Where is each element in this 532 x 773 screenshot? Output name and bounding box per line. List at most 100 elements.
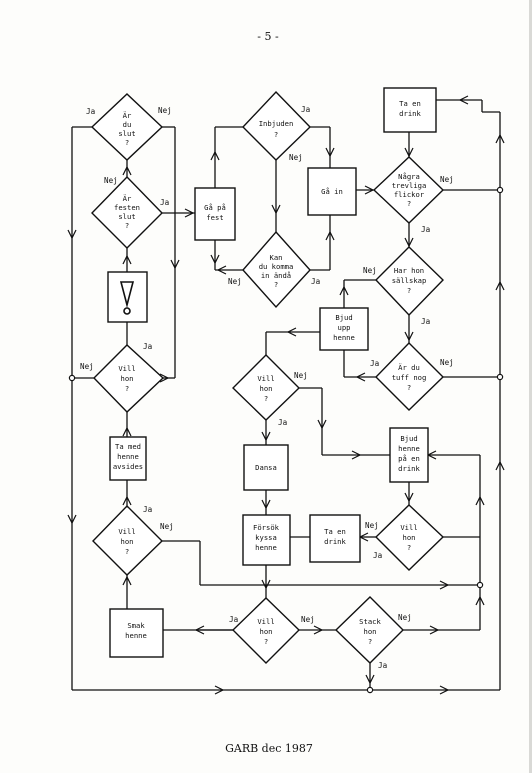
node-vill-hon-left: Vill hon ?: [93, 344, 165, 413]
svg-text:Dansa: Dansa: [255, 463, 277, 472]
svg-text:Stack: Stack: [359, 617, 381, 626]
svg-text:Några: Några: [398, 172, 420, 181]
node-ar-du-tuff: Är du tuff nog ?: [375, 342, 444, 411]
label-nej: Nej: [160, 522, 174, 531]
node-ar-festen-slut: Är festen slut ?: [91, 175, 163, 249]
svg-text:Är: Är: [123, 111, 132, 120]
node-vill-hon-middle: Vill hon ?: [232, 354, 300, 421]
label-nej: Nej: [301, 615, 315, 624]
label-nej: Nej: [440, 358, 454, 367]
node-vill-hon-bottom: Vill hon ?: [232, 597, 300, 664]
svg-text:?: ?: [407, 543, 411, 552]
junction-right-low: [476, 581, 484, 589]
node-forsok-kyssa: Försök kyssa henne: [242, 514, 291, 566]
label-ja: Ja: [229, 615, 238, 624]
connectors: [71, 99, 501, 691]
label-ja: Ja: [301, 105, 310, 114]
svg-text:Vill: Vill: [118, 364, 135, 373]
node-bjud-upp-henne: Bjud upp henne: [319, 307, 369, 351]
exclamation-icon: [119, 281, 135, 309]
label-nej: Nej: [80, 362, 94, 371]
svg-text:hon: hon: [403, 533, 416, 542]
node-ar-du-slut: Är du slut ?: [90, 93, 164, 161]
node-har-hon-sallskap: Har hon sällskap ?: [375, 246, 444, 317]
label-nej: Nej: [289, 153, 303, 162]
label-ja: Ja: [311, 277, 320, 286]
junction-right-mid: [496, 373, 504, 381]
svg-text:tuff nog: tuff nog: [392, 373, 427, 382]
svg-text:Smak: Smak: [127, 621, 145, 630]
label-nej: Nej: [365, 521, 379, 530]
label-nej: Nej: [398, 613, 412, 622]
svg-text:henne: henne: [255, 543, 277, 552]
label-ja: Ja: [143, 505, 152, 514]
svg-text:henne: henne: [333, 333, 355, 342]
svg-text:Är du: Är du: [398, 363, 420, 372]
svg-text:?: ?: [274, 280, 278, 289]
svg-text:drink: drink: [398, 464, 420, 473]
label-ja: Ja: [160, 198, 169, 207]
svg-text:fest: fest: [206, 213, 223, 222]
svg-text:hon: hon: [260, 627, 273, 636]
svg-text:slut: slut: [118, 212, 135, 221]
node-nagra-flickor: Några trevliga flickor ?: [372, 156, 445, 224]
node-vill-hon-bottom-left: Vill hon ?: [92, 505, 163, 576]
label-ja: Ja: [378, 661, 387, 670]
label-ja: Ja: [86, 107, 95, 116]
svg-text:på en: på en: [398, 454, 420, 463]
label-nej: Nej: [363, 266, 377, 275]
label-ja: Ja: [278, 418, 287, 427]
node-dansa: Dansa: [243, 444, 289, 491]
label-ja: Ja: [421, 225, 430, 234]
page-number: - 5 -: [257, 30, 279, 43]
junction-left: [68, 374, 76, 382]
svg-text:?: ?: [125, 384, 129, 393]
svg-text:hon: hon: [121, 537, 134, 546]
svg-text:Vill: Vill: [257, 374, 274, 383]
node-ga-in: Gå in: [307, 167, 357, 216]
svg-text:?: ?: [264, 394, 268, 403]
svg-text:Är: Är: [123, 194, 132, 203]
svg-text:kyssa: kyssa: [255, 533, 277, 542]
node-ta-en-drink-mid: Ta en drink: [309, 514, 361, 563]
edge-labels: Ja Nej Nej Ja Nej Ja Ja Nej Ja Nej Nej J…: [80, 105, 454, 670]
label-ja: Ja: [421, 317, 430, 326]
svg-text:drink: drink: [324, 537, 346, 546]
node-ta-en-drink-top: Ta en drink: [383, 87, 437, 133]
footer-text: GARB dec 1987: [225, 742, 313, 755]
svg-text:flickor: flickor: [394, 190, 425, 199]
svg-text:Har hon: Har hon: [394, 266, 424, 275]
svg-text:?: ?: [125, 547, 129, 556]
arrowheads: [67, 95, 505, 695]
svg-text:Vill: Vill: [118, 527, 135, 536]
svg-text:in ändå: in ändå: [261, 271, 291, 280]
label-ja: Ja: [373, 551, 382, 560]
svg-text:festen: festen: [114, 203, 140, 212]
svg-text:sällskap: sällskap: [392, 276, 427, 285]
node-ga-pa-fest: Gå på fest: [194, 187, 236, 241]
svg-text:Ta en: Ta en: [399, 99, 421, 108]
svg-text:?: ?: [368, 637, 372, 646]
label-ja: Ja: [370, 359, 379, 368]
label-ja: Ja: [143, 342, 152, 351]
node-stack-hon: Stack hon ?: [334, 596, 404, 664]
svg-text:hon: hon: [121, 374, 134, 383]
svg-text:Inbjuden: Inbjuden: [259, 119, 294, 128]
svg-text:?: ?: [407, 286, 411, 295]
svg-text:avsides: avsides: [113, 462, 143, 471]
svg-text:?: ?: [125, 138, 129, 147]
svg-text:hon: hon: [260, 384, 273, 393]
node-bjud-pa-drink: Bjud henne på en drink: [389, 427, 429, 483]
junction-bottom: [366, 686, 374, 694]
svg-text:?: ?: [274, 130, 278, 139]
svg-text:Försök: Försök: [253, 523, 280, 532]
node-inbjuden: Inbjuden ?: [242, 90, 311, 161]
svg-text:?: ?: [264, 637, 268, 646]
svg-text:hon: hon: [364, 627, 377, 636]
svg-text:Kan: Kan: [270, 253, 283, 262]
svg-text:?: ?: [407, 383, 411, 392]
svg-text:trevliga: trevliga: [392, 181, 427, 190]
label-nej: Nej: [440, 175, 454, 184]
